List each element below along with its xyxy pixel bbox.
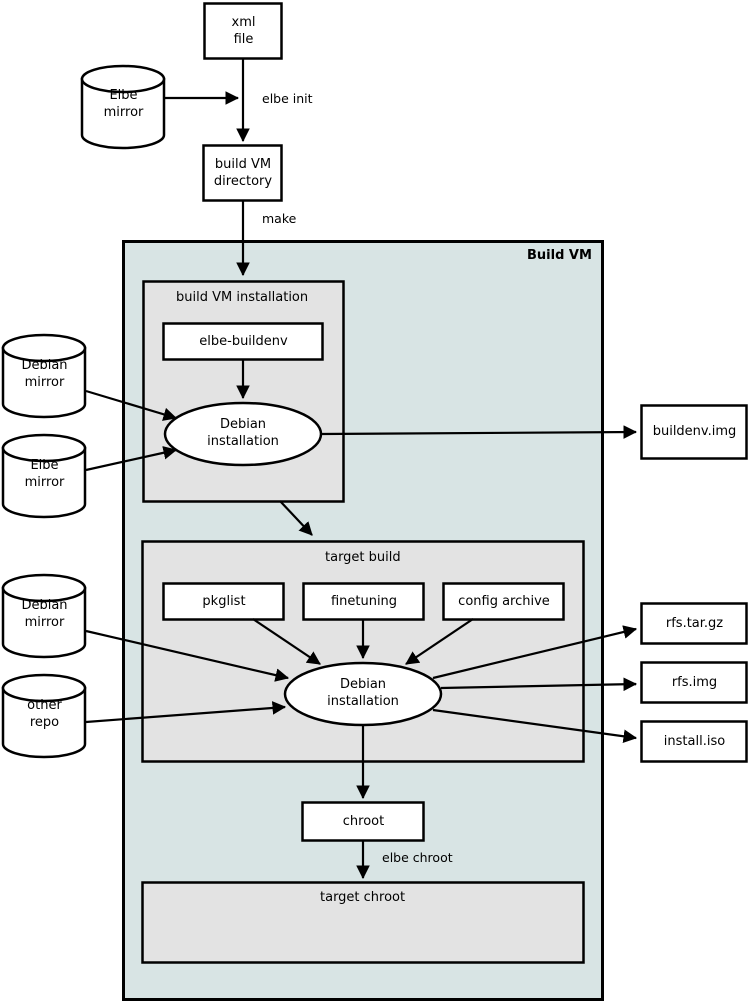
- edge-otherrepo-to-debinstall: [85, 701, 287, 724]
- build-vm-directory-box: [202, 144, 283, 202]
- target-chroot-group: [141, 881, 585, 964]
- edge-debianmirror-lower-to-debinstall: [85, 629, 290, 682]
- finetuning-box: [302, 582, 425, 621]
- rfs-img-box: [640, 661, 748, 704]
- edge-debinstall-to-buildenvimg: [320, 425, 638, 439]
- install-iso-box: [640, 720, 748, 763]
- edge-debianmirror-upper-to-debinstall: [85, 389, 178, 421]
- debian-installation-buildvm-ellipse: [163, 401, 323, 467]
- build-vm-title: Build VM: [527, 248, 592, 263]
- debian-installation-target-ellipse: [283, 661, 443, 727]
- buildenv-img-box: [640, 404, 748, 460]
- edge-label-elbe-init: elbe init: [262, 91, 313, 106]
- target-chroot-title: target chroot: [320, 890, 406, 905]
- edge-debinstall-to-targetbuild: [279, 500, 313, 536]
- xml-file-box: [203, 2, 283, 60]
- other-repo-cylinder: [1, 673, 87, 759]
- config-archive-box: [442, 582, 565, 621]
- rfs-tar-gz-box: [640, 602, 748, 645]
- edge-pkglist-to-debinstall: [252, 618, 321, 665]
- edge-label-elbe-chroot: elbe chroot: [382, 850, 453, 865]
- elbe-mirror-lower-cylinder: [1, 433, 87, 519]
- edge-debinstall-to-installiso: [432, 708, 638, 744]
- pkglist-box: [162, 582, 285, 621]
- build-vm-installation-title: build VM installation: [176, 290, 309, 305]
- debian-mirror-upper-cylinder: [1, 333, 87, 419]
- elbe-mirror-top-cylinder: [80, 64, 166, 150]
- debian-mirror-lower-cylinder: [1, 573, 87, 659]
- target-build-title: target build: [325, 550, 401, 565]
- edge-debinstall-to-rfstargz: [432, 625, 638, 680]
- chroot-box: [301, 801, 425, 842]
- edge-elbemirror-lower-to-debinstall: [85, 446, 178, 472]
- edge-label-make: make: [262, 211, 297, 226]
- elbe-buildenv-box: [162, 322, 324, 361]
- edge-debinstall-to-rfsimg: [440, 677, 638, 692]
- edge-configarchive-to-debinstall: [405, 618, 474, 665]
